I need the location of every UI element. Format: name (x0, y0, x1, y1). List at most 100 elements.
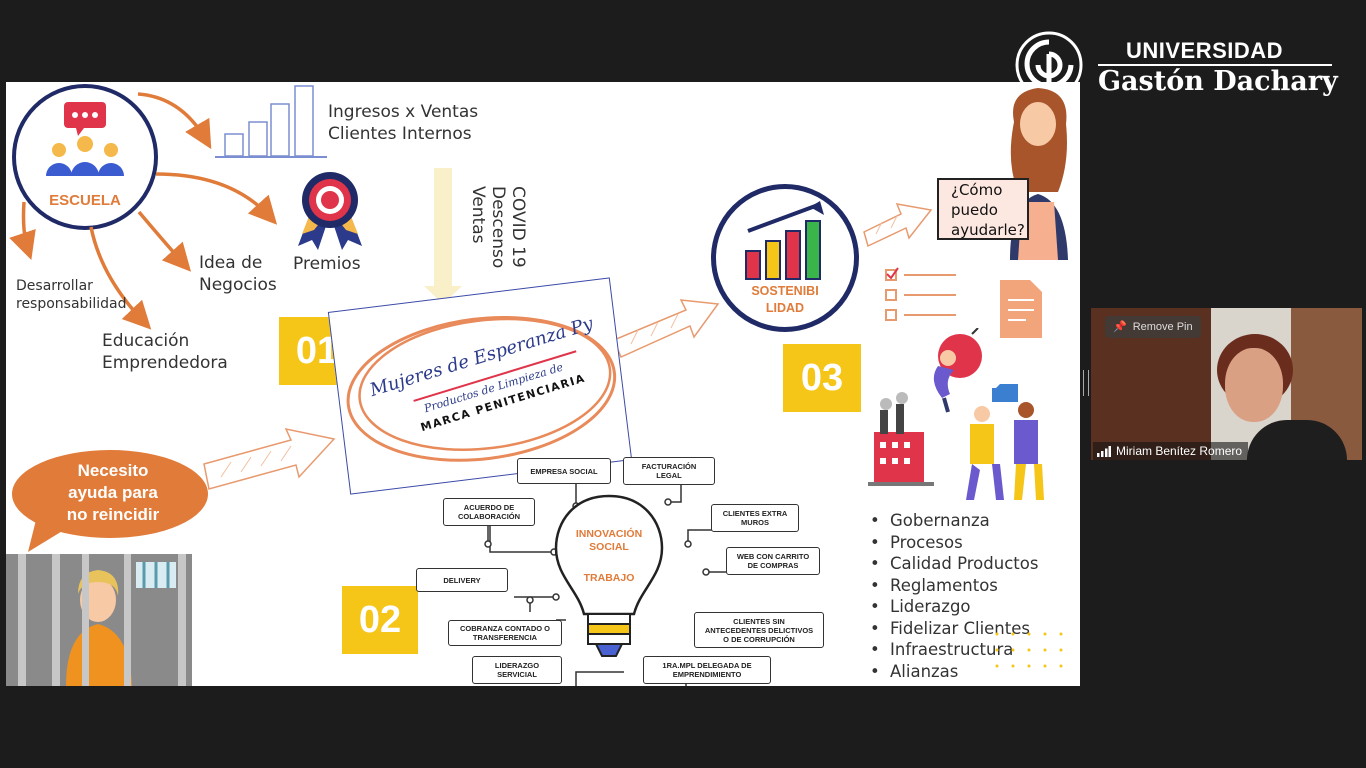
trabajo-label: TRABAJO (583, 572, 635, 584)
remove-pin-label: Remove Pin (1132, 321, 1193, 333)
decorative-dot-grid (995, 632, 1063, 668)
mindmap-cobranza: COBRANZA CONTADO O TRANSFERENCIA (448, 620, 562, 646)
web-line1: WEB CON CARRITO (736, 552, 810, 561)
acuerdo-line2: COLABORACIÓN (457, 512, 521, 521)
idea-line1: Idea de (199, 253, 263, 273)
necesito-line2: ayuda para (68, 483, 158, 502)
prisoner-illustration (6, 554, 192, 686)
mindmap-empresa-social: EMPRESA SOCIAL (517, 458, 611, 484)
facturacion-line1: FACTURACIÓN (641, 462, 697, 471)
participant-video-tile[interactable]: 📌 Remove Pin Miriam Benítez Romero (1091, 308, 1362, 460)
cobranza-line1: COBRANZA CONTADO O (460, 624, 550, 633)
university-logo: UNIVERSIDAD Gastón Dachary (1014, 30, 1344, 102)
mindmap-liderazgo-servicial: LIDERAZGO SERVICIAL (472, 656, 562, 684)
mindmap-acuerdo-colaboracion: ACUERDO DE COLABORACIÓN (443, 498, 535, 526)
bar-chart-icon (215, 85, 327, 158)
como-puedo-ayudarle-sign: ¿Cómo puedo ayudarle? (937, 178, 1029, 240)
growth-chart-icon (745, 201, 824, 280)
escuela-label: ESCUELA (49, 192, 121, 209)
mindmap-1ra-mpl-delegada: 1RA.MPL DELEGADA DE EMPRENDIMIENTO (643, 656, 771, 684)
document-icon (1000, 280, 1042, 338)
web-line2: DE COMPRAS (747, 561, 799, 570)
bullet-item: Gobernanza (870, 510, 1038, 532)
covid-line2: Descenso (488, 186, 508, 269)
bullet-item: Reglamentos (870, 575, 1038, 597)
necesito-line1: Necesito (77, 461, 149, 480)
orange-scribble-circle (346, 315, 617, 462)
shared-presentation-slide: ESCUELA (6, 82, 1080, 686)
person-face (1225, 348, 1283, 422)
speech-bubble-shape (12, 450, 208, 552)
mindmap-facturacion-legal: FACTURACIÓN LEGAL (623, 457, 715, 485)
como-line2: puedo (951, 201, 998, 219)
bullet-item: Infraestructura (870, 639, 1038, 661)
innovacion-line1: INNOVACIÓN (575, 528, 643, 540)
educacion-text: Educación Emprendedora (102, 330, 228, 374)
step-number-02: 02 (342, 586, 418, 654)
educacion-line1: Educación (102, 331, 190, 351)
participant-name-bar: Miriam Benítez Romero (1093, 442, 1249, 460)
participant-name: Miriam Benítez Romero (1116, 444, 1243, 458)
acuerdo-line1: ACUERDO DE (463, 503, 515, 512)
bullet-item: Calidad Productos (870, 553, 1038, 575)
bullet-item: Fidelizar Clientes (870, 618, 1038, 640)
university-name-line2: Gastón Dachary (1098, 66, 1338, 97)
mindmap-delivery: DELIVERY (416, 568, 508, 592)
ingresos-line2: Clientes Internos (328, 124, 472, 144)
brand-logo-card: Mujeres de Esperanza Py Productos de Lim… (327, 277, 633, 495)
liderazgo-line2: SERVICIAL (497, 670, 537, 679)
primera-line2: EMPRENDIMIENTO (672, 670, 742, 679)
group-people-icon (46, 102, 124, 176)
ingresos-text: Ingresos x Ventas Clientes Internos (328, 101, 478, 145)
necesito-ayuda-text: Necesito ayuda para no reincidir (20, 460, 206, 526)
cobranza-line2: TRANSFERENCIA (472, 633, 538, 642)
clientes-extra-line2: MUROS (741, 518, 769, 527)
bullet-item: Procesos (870, 532, 1038, 554)
covid-line1: COVID 19 (508, 186, 528, 268)
premios-text: Premios (293, 254, 361, 274)
bullet-list: Gobernanza Procesos Calidad Productos Re… (870, 510, 1038, 682)
covid-line3: Ventas (468, 186, 488, 244)
teamwork-illustration (868, 328, 1044, 500)
step-number-03: 03 (783, 344, 861, 412)
bullet-item: Alianzas (870, 661, 1038, 683)
mindmap-web-carrito: WEB CON CARRITO DE COMPRAS (726, 547, 820, 575)
facturacion-line2: LEGAL (656, 471, 682, 480)
desarrollar-text: Desarrollar responsabilidad (16, 277, 126, 313)
clientes-extra-line1: CLIENTES EXTRA (722, 509, 788, 518)
clientes-sin-line3: O DE CORRUPCIÓN (723, 634, 795, 644)
remove-pin-button[interactable]: 📌 Remove Pin (1105, 316, 1201, 338)
clientes-sin-line2: ANTECEDENTES DELICTIVOS (704, 625, 814, 635)
university-name-line1: UNIVERSIDAD (1126, 38, 1284, 63)
checklist-icon (885, 267, 956, 321)
person-body (1247, 420, 1347, 460)
ingresos-line1: Ingresos x Ventas (328, 102, 479, 122)
idea-negocios-text: Idea de Negocios (199, 252, 277, 296)
slide-connector-arrows (9, 92, 933, 490)
primera-line1: 1RA.MPL DELEGADA DE (662, 661, 752, 670)
signal-strength-icon (1097, 445, 1111, 457)
pin-icon: 📌 (1113, 321, 1127, 333)
award-ribbon-icon (298, 172, 362, 250)
escuela-circle: ESCUELA (12, 84, 158, 230)
light-bulb-icon (554, 494, 664, 657)
logo-divider (1098, 64, 1332, 66)
sostenibilidad-label: SOSTENIBI LIDAD (716, 283, 854, 317)
desarrollar-line2: responsabilidad (16, 296, 127, 312)
sostenibilidad-line2: LIDAD (765, 301, 805, 315)
idea-line2: Negocios (199, 275, 277, 295)
educacion-line2: Emprendedora (102, 353, 228, 373)
innovacion-line2: SOCIAL (589, 541, 629, 553)
desarrollar-line1: Desarrollar (16, 278, 93, 294)
como-line1: ¿Cómo (951, 181, 1003, 199)
como-line3: ayudarle? (951, 221, 1025, 239)
sostenibilidad-circle: SOSTENIBI LIDAD (711, 184, 859, 332)
liderazgo-line1: LIDERAZGO (494, 661, 540, 670)
necesito-line3: no reincidir (66, 505, 160, 524)
innovacion-social-label: INNOVACIÓN SOCIAL (566, 528, 652, 554)
sostenibilidad-line1: SOSTENIBI (751, 284, 819, 298)
panel-resize-handle[interactable] (1083, 370, 1089, 396)
bullet-item: Liderazgo (870, 596, 1038, 618)
covid-text: COVID 19 Descenso Ventas (468, 186, 528, 276)
mindmap-clientes-extra-muros: CLIENTES EXTRA MUROS (711, 504, 799, 532)
